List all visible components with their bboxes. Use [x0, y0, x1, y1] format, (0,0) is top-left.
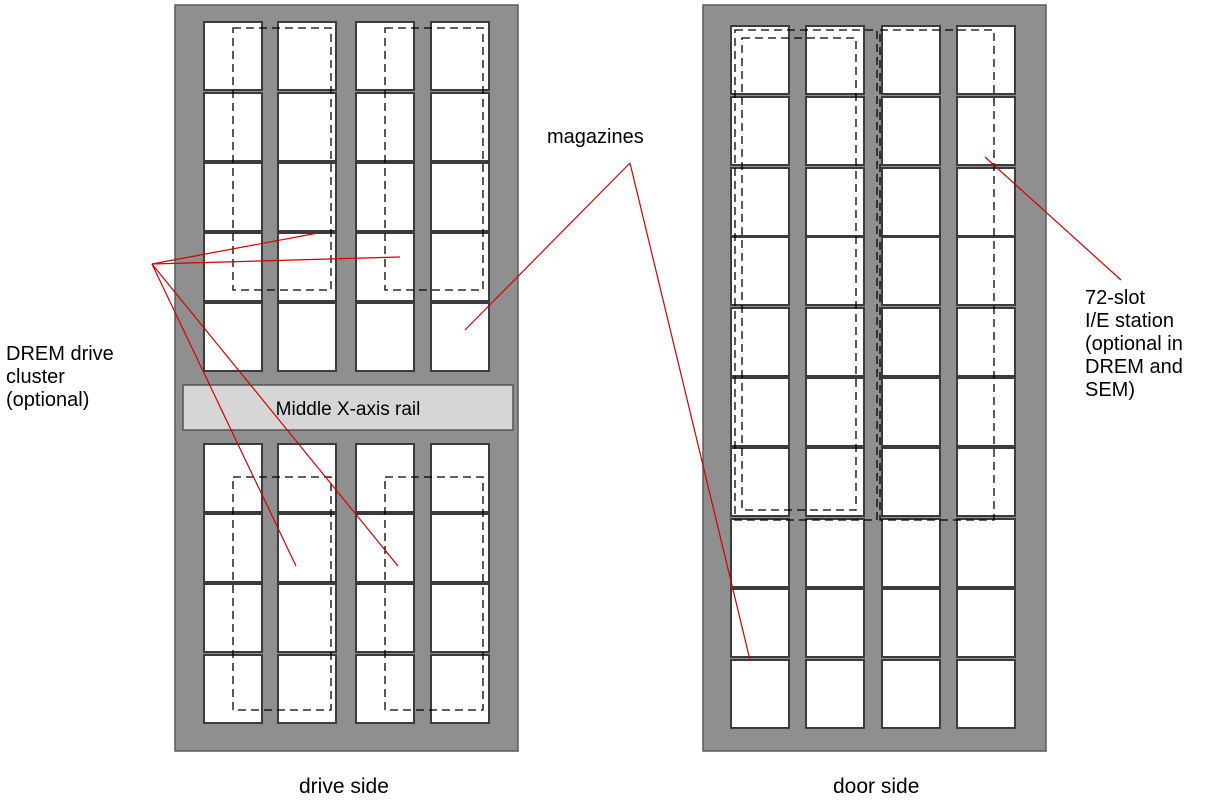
magazines-leader — [464, 162, 631, 331]
magazine-slot — [805, 96, 865, 166]
magazine-slot — [956, 588, 1016, 658]
magazine-slot — [956, 167, 1016, 237]
leader-lines — [151, 156, 1122, 661]
magazine-slot — [430, 513, 490, 583]
magazine-slot — [881, 307, 941, 377]
magazine-slot — [430, 162, 490, 232]
drem-leader — [151, 263, 399, 567]
magazine-slot — [730, 588, 790, 658]
magazine-slot — [881, 659, 941, 729]
magazine-slot — [203, 302, 263, 372]
magazine-slot — [881, 25, 941, 95]
drem-cluster-outline — [384, 476, 484, 711]
magazine-slot — [956, 25, 1016, 95]
magazines-leader — [629, 162, 751, 661]
ie-station-leader — [984, 156, 1122, 281]
magazine-slot — [881, 518, 941, 588]
magazine-slot — [956, 659, 1016, 729]
door-side-caption: door side — [833, 775, 920, 798]
magazine-slot — [430, 21, 490, 91]
magazine-slot — [956, 518, 1016, 588]
ie-station-outline — [741, 37, 857, 511]
magazine-slot — [956, 236, 1016, 306]
middle-x-axis-rail — [182, 384, 514, 431]
magazine-slot — [956, 307, 1016, 377]
magazine-slot — [430, 654, 490, 724]
ie-station-label: 72-slot I/E station (optional in DREM an… — [1085, 287, 1183, 401]
magazine-slot — [805, 588, 865, 658]
magazine-slot — [430, 92, 490, 162]
ie-station-outline — [734, 29, 878, 521]
magazine-slot — [805, 518, 865, 588]
magazine-slot — [730, 307, 790, 377]
magazine-slot — [430, 302, 490, 372]
magazine-slot — [277, 302, 337, 372]
magazine-slot — [881, 588, 941, 658]
magazine-slot — [430, 583, 490, 653]
magazine-slot — [277, 162, 337, 232]
drem-leader — [151, 232, 319, 265]
magazine-slot — [805, 659, 865, 729]
magazine-slot — [805, 307, 865, 377]
drem-leader — [151, 256, 401, 265]
magazine-slot — [730, 518, 790, 588]
magazine-slot — [730, 377, 790, 447]
magazine-slot — [956, 377, 1016, 447]
drive-side-panel: Middle X-axis rail — [174, 4, 519, 752]
magazine-slot — [430, 232, 490, 302]
magazine-slot — [730, 167, 790, 237]
drem-cluster-outline — [232, 27, 332, 291]
magazine-slot — [730, 659, 790, 729]
door-side-magazines — [730, 25, 1016, 729]
drive-side-lower-magazines — [203, 443, 490, 724]
magazine-slot — [730, 96, 790, 166]
magazine-slot — [730, 25, 790, 95]
magazine-slot — [881, 447, 941, 517]
magazine-slot — [805, 167, 865, 237]
drem-cluster-outline — [384, 27, 484, 291]
magazine-slot — [277, 654, 337, 724]
magazine-slot — [956, 447, 1016, 517]
drive-side-caption: drive side — [299, 775, 389, 798]
magazine-slot — [730, 236, 790, 306]
magazine-slot — [277, 583, 337, 653]
magazine-slot — [805, 447, 865, 517]
magazine-slot — [277, 92, 337, 162]
rail-label: Middle X-axis rail — [276, 399, 421, 420]
magazine-slot — [956, 96, 1016, 166]
magazine-slot — [805, 236, 865, 306]
magazine-slot — [430, 443, 490, 513]
magazine-slot — [881, 96, 941, 166]
magazine-slot — [277, 513, 337, 583]
door-side-panel — [702, 4, 1047, 752]
magazine-slot — [277, 21, 337, 91]
ie-station-outline — [879, 29, 995, 521]
magazine-slot — [881, 236, 941, 306]
magazine-slot — [730, 447, 790, 517]
magazine-slot — [277, 232, 337, 302]
magazine-slot — [881, 167, 941, 237]
drem-drive-cluster-label: DREM drive cluster (optional) — [6, 343, 114, 411]
magazine-slot — [805, 25, 865, 95]
drem-leader — [151, 263, 297, 567]
magazine-slot — [881, 377, 941, 447]
magazines-label: magazines — [547, 126, 644, 148]
magazine-slot — [355, 302, 415, 372]
magazine-slot — [805, 377, 865, 447]
drem-cluster-outline — [232, 476, 332, 711]
